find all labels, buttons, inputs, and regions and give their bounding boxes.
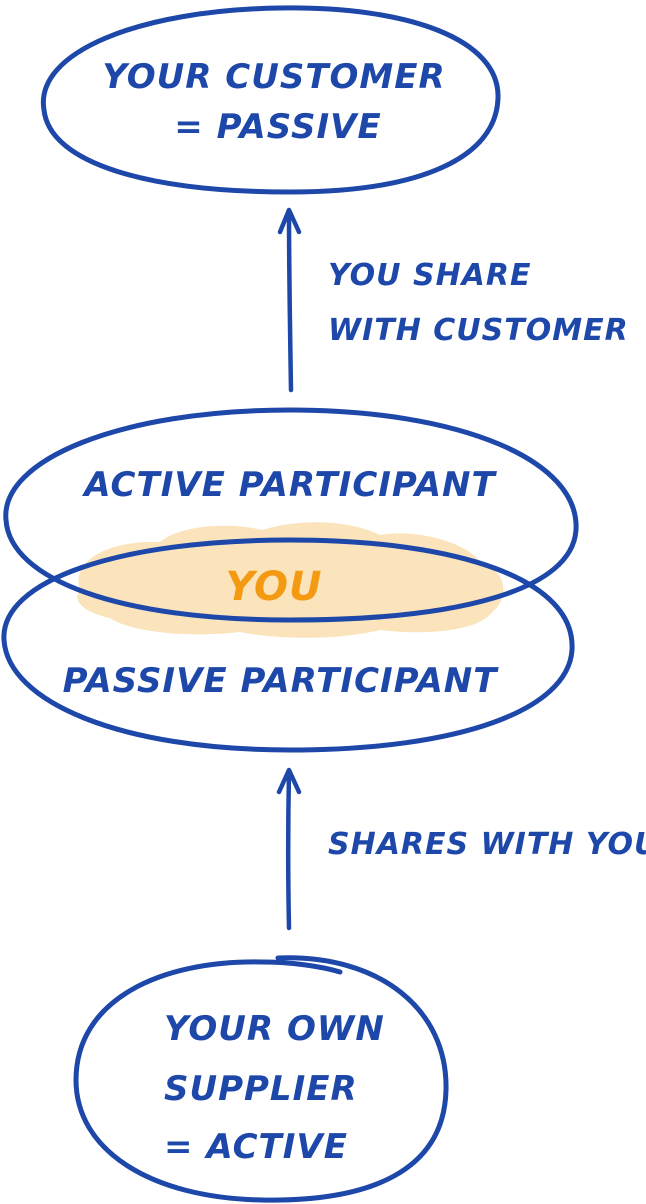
passive-participant-label: Passive participant — [63, 661, 500, 701]
supplier-node: Your own supplier = Active — [73, 955, 449, 1203]
supplier-label-line1: Your own — [164, 1009, 385, 1049]
arrow-from-supplier-head — [276, 767, 302, 795]
arrow-to-customer: You share with customer — [277, 207, 629, 393]
customer-ellipse — [40, 5, 501, 195]
supplier-ellipse — [73, 955, 449, 1203]
you-highlight — [77, 522, 504, 638]
passive-participant-ellipse — [1, 537, 575, 753]
supplier-label-line2: supplier — [164, 1069, 358, 1109]
supplier-label-line3: = Active — [164, 1127, 348, 1167]
edge-label-shares-with-you: Shares with you — [328, 827, 646, 862]
arrow-from-supplier: Shares with you — [276, 767, 646, 931]
active-participant-ellipse — [3, 407, 579, 623]
you-node: Active participant you Passive participa… — [1, 407, 579, 753]
arrow-to-customer-line — [286, 209, 294, 393]
edge-label-you-share-line1: You share — [328, 258, 532, 293]
active-participant-label: Active participant — [81, 465, 497, 505]
you-label: you — [225, 564, 322, 610]
customer-label-line2: = passive — [174, 107, 381, 147]
customer-node: Your customer = passive — [40, 5, 501, 195]
edge-label-you-share-line2: with customer — [328, 313, 629, 348]
arrow-to-customer-head — [277, 207, 302, 235]
arrow-from-supplier-line — [286, 769, 292, 931]
customer-label-line1: Your customer — [102, 57, 445, 97]
